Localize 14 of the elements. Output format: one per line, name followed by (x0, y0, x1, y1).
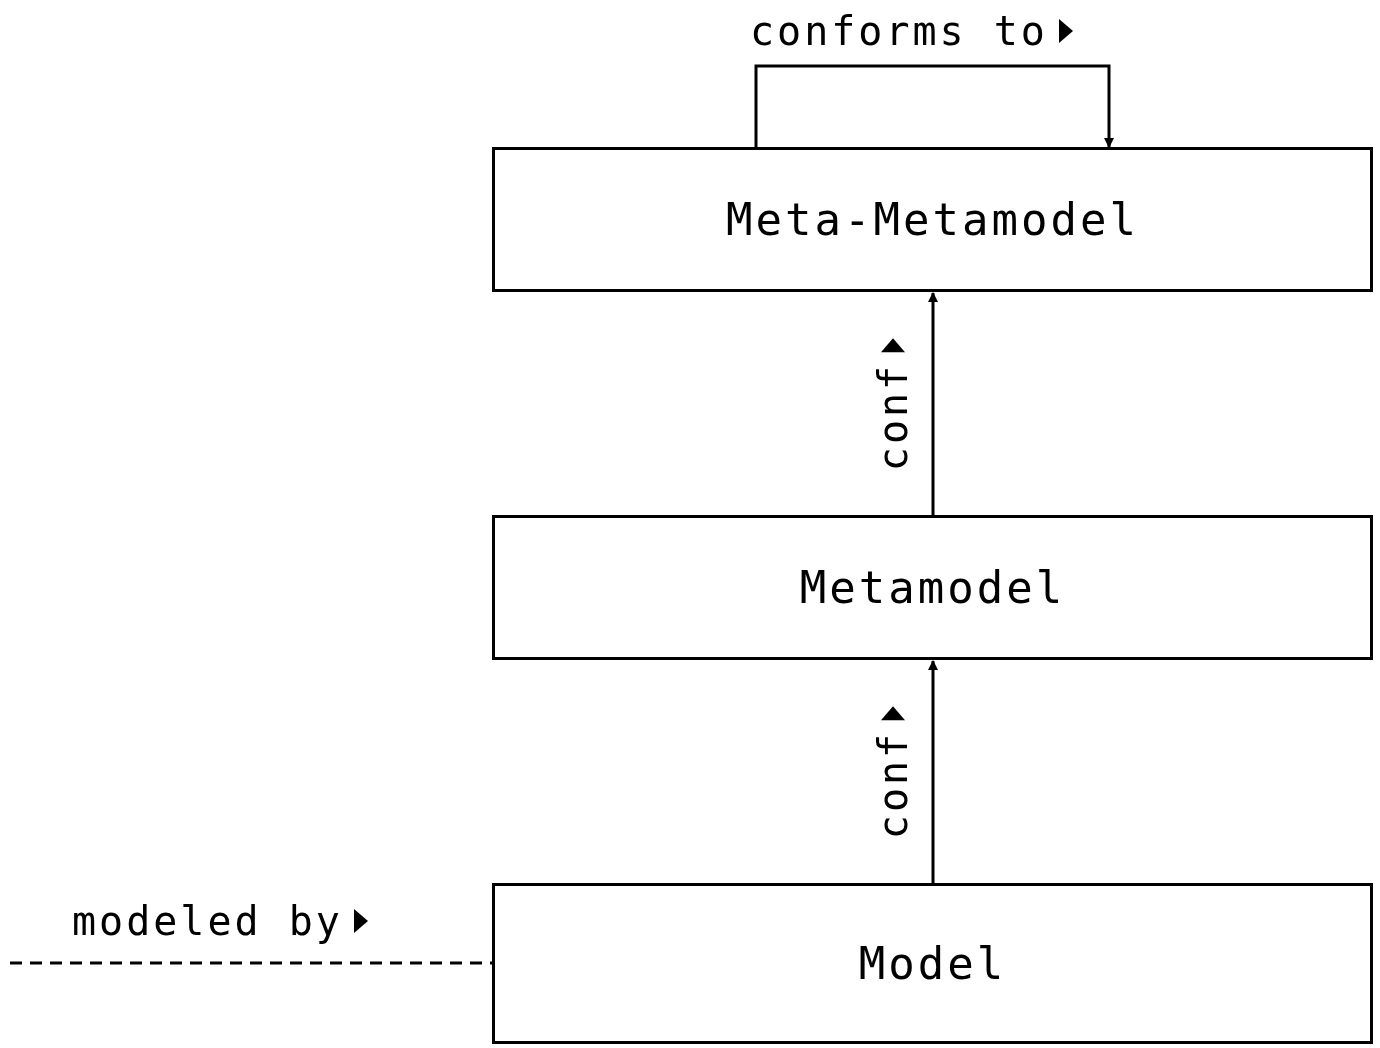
box-label: Model (858, 938, 1007, 989)
level-box (492, 515, 1373, 660)
edge-label: conf (870, 362, 916, 471)
level-box (492, 147, 1373, 292)
box-label: Meta-Metamodel (726, 194, 1139, 245)
dashed-line (10, 961, 492, 965)
level-box (492, 883, 1373, 1044)
box-label: Metamodel (799, 562, 1066, 613)
arrow (928, 660, 938, 883)
arrow (754, 64, 1114, 148)
edge-label: conf (870, 730, 916, 839)
edge-label: conforms to (750, 8, 1048, 54)
arrow (928, 292, 938, 515)
edge-label: modeled by (72, 898, 343, 944)
